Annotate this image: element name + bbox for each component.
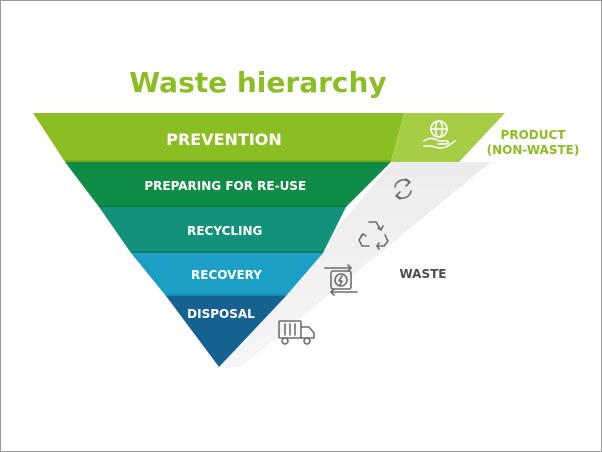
diagram-title: Waste hierarchy (129, 66, 386, 99)
energy-recovery-icon (324, 264, 358, 296)
layer-label-recovery: RECOVERY (191, 268, 262, 282)
layer-label-prevention: PREVENTION (166, 130, 282, 149)
recycle-icon (358, 221, 389, 250)
layer-label-disposal: DISPOSAL (187, 307, 255, 321)
layer-recovery (131, 253, 323, 296)
waste-side-panel (219, 162, 491, 367)
layer-label-preparing-for-re-use: PREPARING FOR RE-USE (144, 179, 306, 193)
reuse-arrows-icon (394, 178, 412, 200)
layer-recycling (99, 207, 346, 253)
waste-label: WASTE (399, 267, 446, 281)
layer-prevention (33, 113, 404, 162)
garbage-truck-icon (278, 320, 315, 345)
product-label-line1: PRODUCT (501, 128, 567, 142)
layer-label-recycling: RECYCLING (187, 224, 262, 238)
product-label-line2: (NON-WASTE) (487, 143, 580, 157)
hierarchy-layers: PREVENTION PREPARING FOR RE-USE RECYCLING R… (33, 113, 404, 367)
layer-preparing-for-re-use (65, 162, 391, 207)
globe-hand-icon (423, 120, 456, 149)
layer-disposal (166, 296, 286, 367)
product-side-panel (391, 113, 505, 162)
